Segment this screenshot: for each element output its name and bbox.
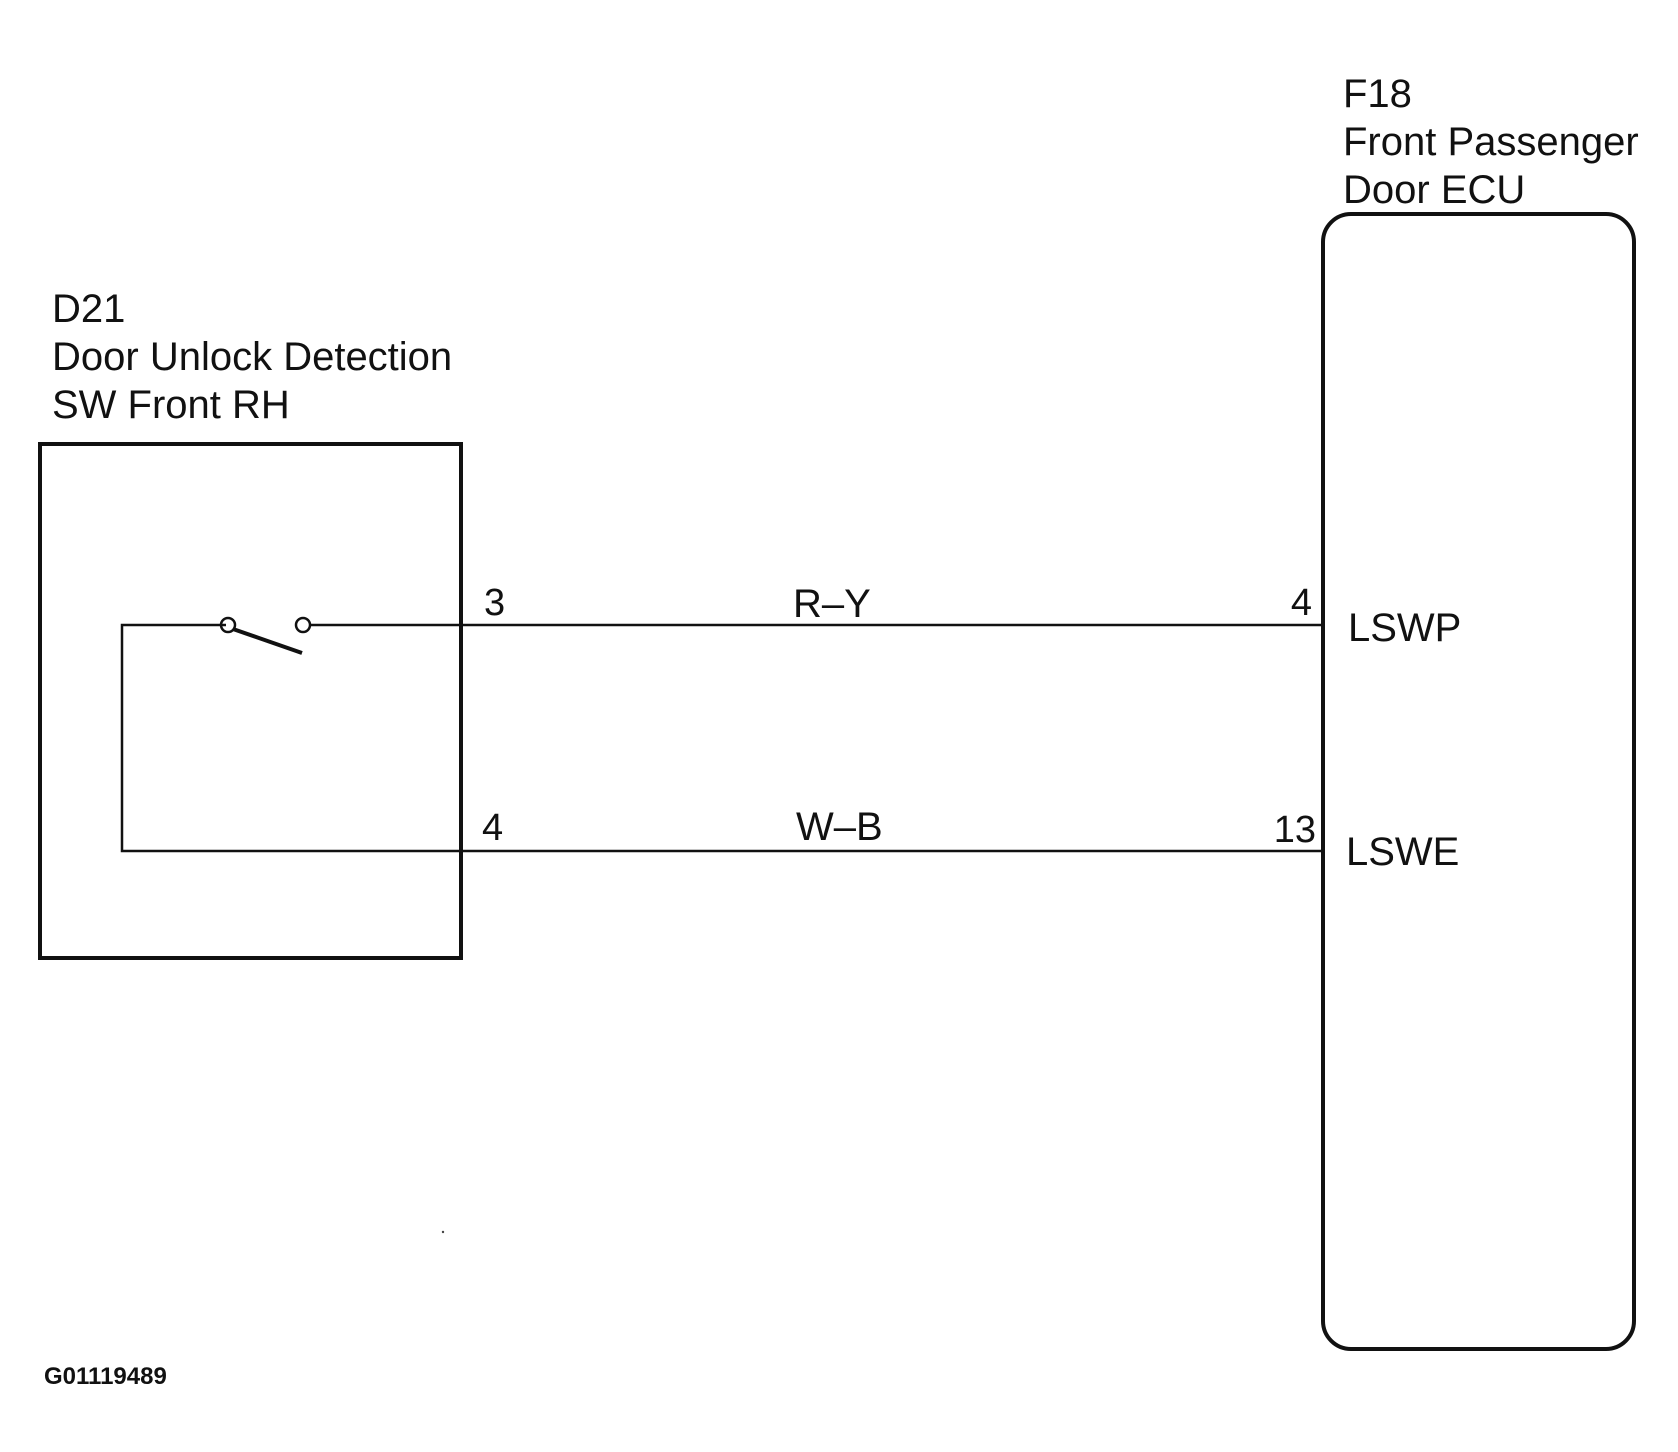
door-switch	[120, 616, 461, 853]
switch-internal-wire	[120, 623, 461, 853]
d21-pin-3: 3	[484, 582, 505, 624]
switch-contact-fixed-icon	[219, 616, 237, 634]
component-d21: D21 Door Unlock Detection SW Front RH	[38, 287, 463, 960]
figure-id: G01119489	[44, 1363, 167, 1390]
stray-dot	[441, 1230, 445, 1234]
d21-box	[38, 442, 463, 960]
switch-blade-icon	[232, 627, 303, 655]
switch-contact-open-icon	[294, 616, 312, 634]
d21-pin-4: 4	[482, 807, 503, 849]
terminal-lswp: LSWP	[1348, 606, 1461, 650]
f18-name-line2: Door ECU	[1343, 168, 1525, 212]
terminal-lswe: LSWE	[1346, 830, 1459, 874]
wire-w-b: 4 W–B 13 LSWE	[461, 805, 1459, 874]
f18-box	[1321, 212, 1636, 1351]
f18-pin-4: 4	[1291, 582, 1312, 624]
d21-id: D21	[52, 287, 125, 331]
d21-name-line2: SW Front RH	[52, 383, 290, 427]
f18-pin-13: 13	[1274, 809, 1316, 851]
wire-color-r-y: R–Y	[793, 582, 871, 626]
d21-name-line1: Door Unlock Detection	[52, 335, 452, 379]
f18-id: F18	[1343, 72, 1412, 116]
wire-r-y: 3 R–Y 4 LSWP	[461, 582, 1461, 650]
component-f18: F18 Front Passenger Door ECU	[1321, 72, 1639, 1351]
f18-name-line1: Front Passenger	[1343, 120, 1639, 164]
wire-color-w-b: W–B	[796, 805, 883, 849]
